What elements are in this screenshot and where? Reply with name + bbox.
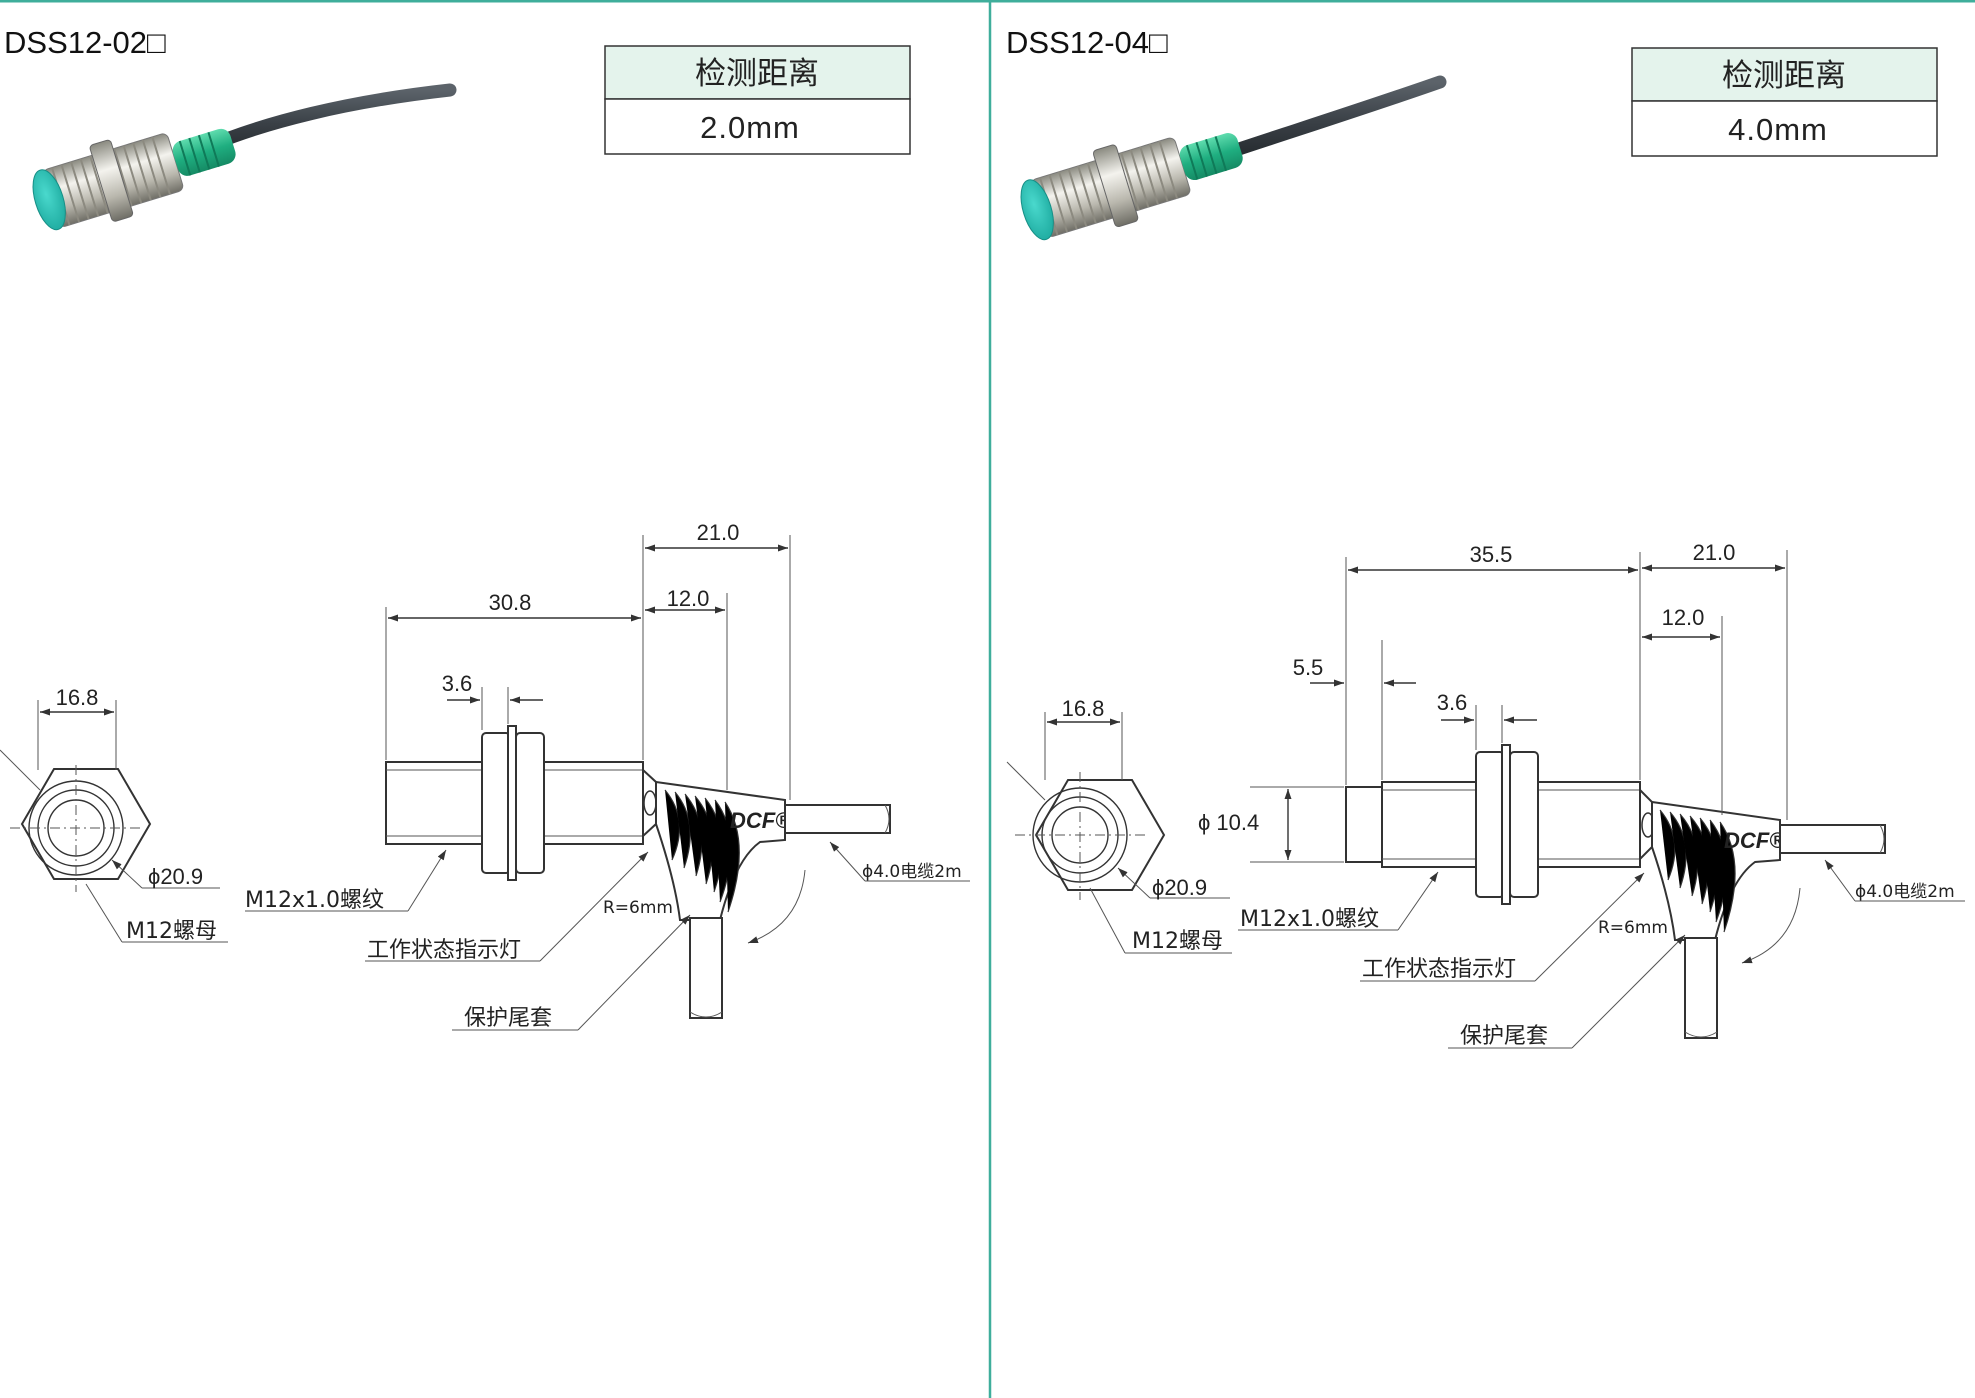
left-bend-radius: R=6mm — [603, 898, 673, 918]
right-model-title: DSS12-04□ — [1006, 25, 1168, 60]
left-sleeve-label: 保护尾套 — [464, 1006, 552, 1031]
right-nut-dia-dim: ϕ20.9 — [1152, 875, 1207, 900]
right-head-length-dim: 5.5 — [1293, 655, 1324, 680]
left-nut-label: M12螺母 — [126, 919, 217, 944]
right-detection-table: 检测距离 4.0mm — [1631, 47, 1938, 157]
left-end-view: 16.8 ϕ20.9 M12螺母 — [0, 685, 228, 944]
left-thread-label: M12x1.0螺纹 — [245, 888, 384, 913]
right-product-photo — [1020, 75, 1447, 241]
left-model-title: DSS12-02□ — [4, 25, 166, 60]
left-product-photo — [32, 83, 457, 231]
left-detection-table: 检测距离 2.0mm — [604, 45, 911, 155]
right-end-view: 16.8 ϕ20.9 M12螺母 — [1006, 696, 1232, 954]
left-table-value: 2.0mm — [700, 110, 800, 145]
right-bend-radius: R=6mm — [1598, 918, 1668, 938]
left-side-view: DCF® 30.8 21.0 12.0 3.6 R=6mm — [245, 520, 970, 1031]
left-brand-mark: DCF® — [730, 808, 792, 833]
left-nut-thickness-dim: 3.6 — [442, 671, 473, 696]
left-cable-spec: ϕ4.0电缆2m — [862, 862, 962, 882]
right-table-value: 4.0mm — [1728, 112, 1828, 147]
left-panel: DSS12-02□ 检测距离 2.0m — [0, 25, 970, 1031]
right-table-header: 检测距离 — [1722, 58, 1846, 94]
right-brand-mark: DCF® — [1724, 828, 1786, 853]
left-face-width-dim: 16.8 — [56, 685, 99, 710]
left-body-length-dim: 30.8 — [489, 590, 532, 615]
right-thread-label: M12x1.0螺纹 — [1240, 907, 1379, 932]
left-tail-inner-dim: 12.0 — [667, 586, 710, 611]
left-tail-length-dim: 21.0 — [697, 520, 740, 545]
right-tail-length-dim: 21.0 — [1693, 540, 1736, 565]
right-panel: DSS12-04□ 检测距离 4.0mm — [1006, 25, 1965, 1049]
left-table-header: 检测距离 — [695, 56, 819, 92]
right-head-dia-dim: ϕ 10.4 — [1198, 810, 1259, 835]
right-led-label: 工作状态指示灯 — [1362, 957, 1516, 982]
right-cable-spec: ϕ4.0电缆2m — [1855, 882, 1955, 902]
right-side-view: DCF® 35.5 21.0 12.0 5.5 3.6 — [1198, 540, 1965, 1049]
right-sleeve-label: 保护尾套 — [1460, 1024, 1548, 1049]
left-led-label: 工作状态指示灯 — [367, 938, 521, 963]
right-face-width-dim: 16.8 — [1062, 696, 1105, 721]
left-nut-dia-dim: ϕ20.9 — [148, 864, 203, 889]
right-body-length-dim: 35.5 — [1470, 542, 1513, 567]
right-tail-inner-dim: 12.0 — [1662, 605, 1705, 630]
right-nut-thickness-dim: 3.6 — [1437, 690, 1468, 715]
right-nut-label: M12螺母 — [1132, 929, 1223, 954]
